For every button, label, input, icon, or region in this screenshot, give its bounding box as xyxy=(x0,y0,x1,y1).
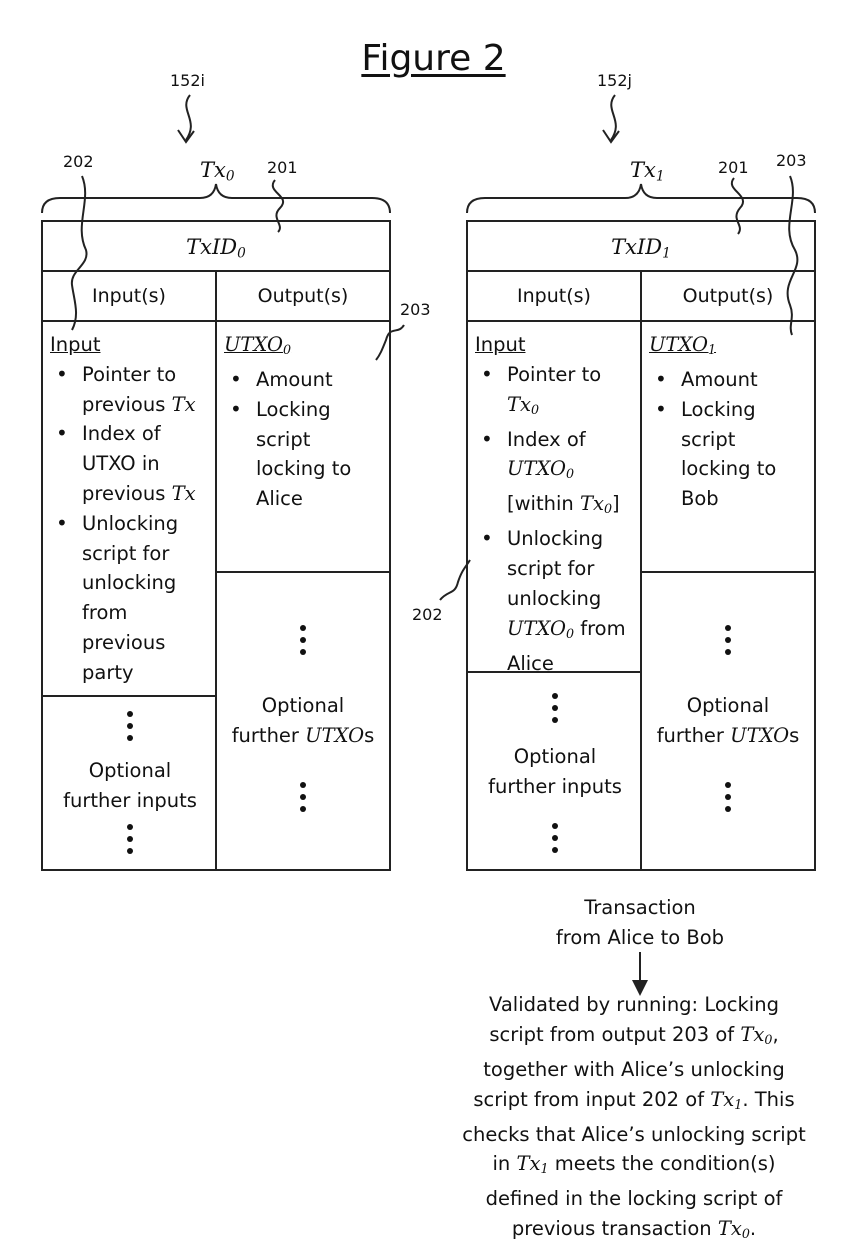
list-item: Index of UTXO in previous Tx xyxy=(82,419,215,508)
ref-left-203: 203 xyxy=(400,300,431,319)
further-outputs-2: further UTXOs xyxy=(217,721,389,751)
list-item: Index of UTXO0 [within Tx0] xyxy=(507,425,640,525)
tx1-box: TxID1 Input(s) Output(s) Input Pointer t… xyxy=(466,220,816,871)
tx0-further-inputs: Optional further inputs xyxy=(43,697,217,869)
transaction-caption: Transaction from Alice to Bob xyxy=(520,893,760,953)
tx0-further-outputs: Optional further UTXOs xyxy=(217,573,389,869)
list-item: Amount xyxy=(681,365,814,395)
tx0-box: TxID0 Input(s) Output(s) Input Pointer t… xyxy=(41,220,391,871)
caption-line-2: from Alice to Bob xyxy=(520,923,760,953)
tx0-label: Tx0 xyxy=(200,158,235,184)
caption-line-1: Transaction xyxy=(520,893,760,923)
ref-152j: 152j xyxy=(597,71,632,90)
further-inputs-2: further inputs xyxy=(468,772,642,802)
further-outputs-1: Optional xyxy=(217,691,389,721)
tx1-input-list: Pointer to Tx0 Index of UTXO0 [within Tx… xyxy=(475,360,640,679)
list-item: Locking script locking to Alice xyxy=(256,395,389,514)
list-item: Locking script locking to Bob xyxy=(681,395,814,514)
right-brace xyxy=(467,184,815,213)
tx1-further-inputs: Optional further inputs xyxy=(468,673,642,869)
tx0-input-cell: Input Pointer to previous Tx Index of UT… xyxy=(43,322,217,697)
txid1-row: TxID1 xyxy=(468,222,814,272)
further-inputs-1: Optional xyxy=(468,742,642,772)
tx1-label: Tx1 xyxy=(630,158,665,184)
tx0-input-list: Pointer to previous Tx Index of UTXO in … xyxy=(50,360,215,688)
tx0-output-list: Amount Locking script locking to Alice xyxy=(224,365,389,514)
input-title: Input xyxy=(475,330,640,360)
tx0-output-cell: UTXO0 Amount Locking script locking to A… xyxy=(217,322,389,573)
list-item: Pointer to Tx0 xyxy=(507,360,640,425)
list-item: Unlocking script for unlocking from prev… xyxy=(82,509,215,688)
ref-left-201: 201 xyxy=(267,158,298,177)
tx0-outputs-header: Output(s) xyxy=(217,272,389,322)
further-inputs-2: further inputs xyxy=(43,786,217,816)
ellipsis-icon xyxy=(120,711,140,747)
output-title: UTXO0 xyxy=(224,330,389,365)
validation-note: Validated by running: Locking script fro… xyxy=(448,990,820,1249)
ellipsis-icon xyxy=(293,625,313,661)
arrow-152i xyxy=(186,95,191,140)
ellipsis-icon xyxy=(293,782,313,818)
further-inputs-1: Optional xyxy=(43,756,217,786)
ellipsis-icon xyxy=(120,824,140,860)
tx1-outputs-header: Output(s) xyxy=(642,272,814,322)
further-outputs-2: further UTXOs xyxy=(642,721,814,751)
tx1-further-outputs: Optional further UTXOs xyxy=(642,573,814,869)
output-title: UTXO1 xyxy=(649,330,814,365)
arrow-152j xyxy=(611,95,616,140)
input-title: Input xyxy=(50,330,215,360)
ellipsis-icon xyxy=(545,693,565,729)
txid0-row: TxID0 xyxy=(43,222,389,272)
ref-right-202: 202 xyxy=(412,605,443,624)
ref-152i: 152i xyxy=(170,71,205,90)
tx1-output-list: Amount Locking script locking to Bob xyxy=(649,365,814,514)
ref-right-203: 203 xyxy=(776,151,807,170)
ellipsis-icon xyxy=(718,625,738,661)
tx1-inputs-header: Input(s) xyxy=(468,272,642,322)
left-brace xyxy=(42,184,390,213)
list-item: Unlocking script for unlocking UTXO0 fro… xyxy=(507,524,640,678)
list-item: Pointer to previous Tx xyxy=(82,360,215,420)
ref-right-201: 201 xyxy=(718,158,749,177)
tx1-output-cell: UTXO1 Amount Locking script locking to B… xyxy=(642,322,814,573)
further-outputs-1: Optional xyxy=(642,691,814,721)
ref-left-202: 202 xyxy=(63,152,94,171)
list-item: Amount xyxy=(256,365,389,395)
ellipsis-icon xyxy=(718,782,738,818)
ellipsis-icon xyxy=(545,823,565,859)
tx0-inputs-header: Input(s) xyxy=(43,272,217,322)
tx1-input-cell: Input Pointer to Tx0 Index of UTXO0 [wit… xyxy=(468,322,642,673)
